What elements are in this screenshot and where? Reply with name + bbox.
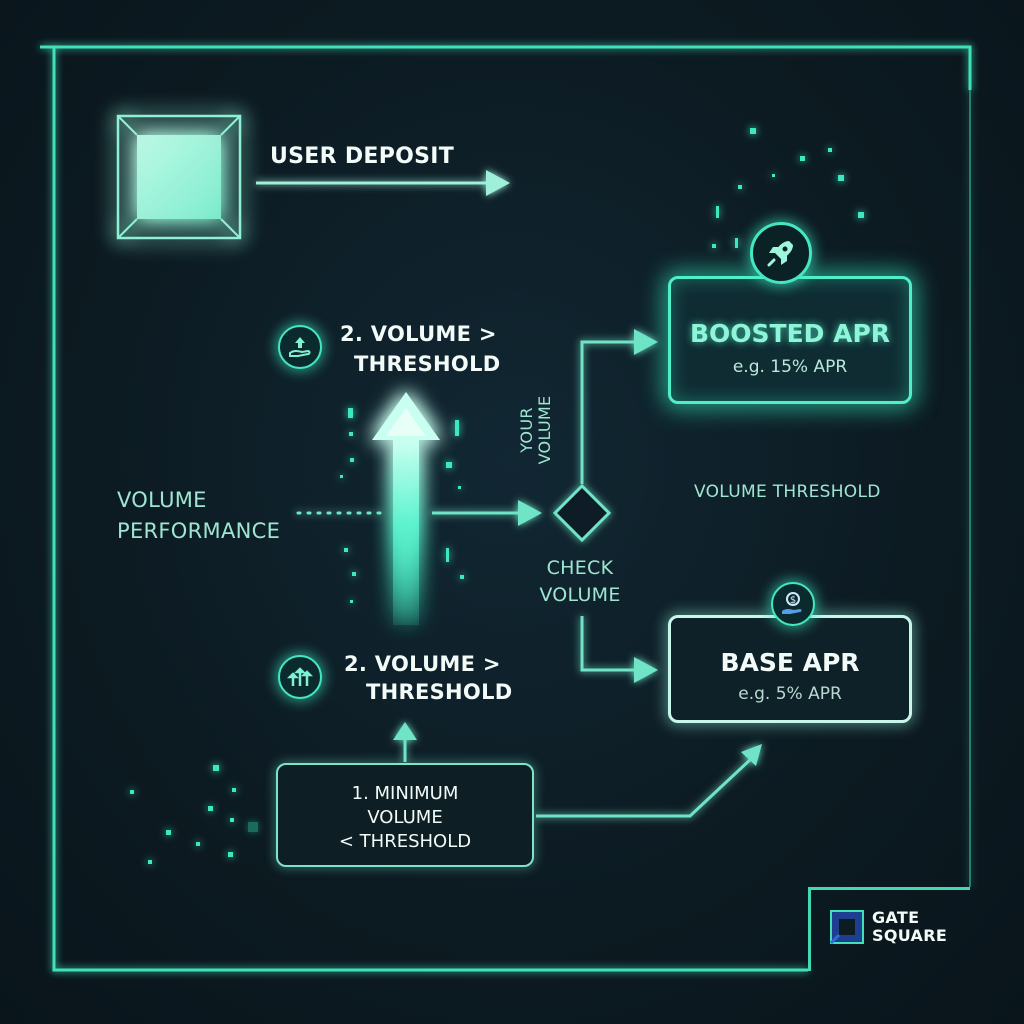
volume-threshold-label: VOLUME THRESHOLD bbox=[694, 482, 881, 502]
outer-frame bbox=[40, 45, 972, 972]
check-volume-line1: CHECK bbox=[546, 557, 614, 579]
boosted-apr-panel: BOOSTED APR e.g. 15% APR bbox=[668, 276, 912, 404]
your-volume-line1: YOUR bbox=[517, 407, 536, 453]
user-deposit-label: USER DEPOSIT bbox=[270, 144, 455, 169]
base-apr-panel: BASE APR e.g. 5% APR bbox=[668, 615, 912, 723]
lower-step-line1: 2. VOLUME > bbox=[344, 652, 501, 676]
volume-beam-arrow bbox=[372, 392, 440, 625]
boosted-particles bbox=[712, 128, 864, 248]
your-volume-line2: VOLUME bbox=[535, 395, 554, 465]
gate-square-logo-icon bbox=[829, 910, 864, 945]
minimum-up-arrow bbox=[393, 722, 417, 762]
your-volume-label: YOUR VOLUME bbox=[517, 390, 554, 470]
bottom-left-particles bbox=[130, 765, 258, 864]
volume-performance-line1: VOLUME bbox=[117, 488, 207, 512]
base-apr-title: BASE APR bbox=[720, 648, 860, 677]
minimum-line3: < THRESHOLD bbox=[338, 831, 472, 852]
lower-step-line2: THRESHOLD bbox=[366, 680, 513, 704]
minimum-volume-panel: 1. MINIMUM VOLUME < THRESHOLD bbox=[276, 763, 534, 867]
boosted-apr-subtitle: e.g. 15% APR bbox=[732, 357, 848, 377]
bar-arrows-icon bbox=[278, 655, 322, 699]
base-path-arrow bbox=[580, 616, 658, 683]
deposit-arrow bbox=[256, 170, 510, 196]
minimum-line2: VOLUME bbox=[367, 807, 443, 828]
brand-corner-frame bbox=[808, 887, 970, 971]
brand-line1: GATE bbox=[872, 908, 920, 927]
dollar-hand-icon: $ bbox=[771, 582, 815, 626]
boosted-path-arrow bbox=[580, 329, 658, 484]
minimum-line1: 1. MINIMUM bbox=[351, 783, 459, 804]
upper-step-line1: 2. VOLUME > bbox=[340, 322, 497, 346]
svg-text:$: $ bbox=[790, 595, 796, 606]
beam-particles bbox=[340, 408, 464, 603]
hand-arrow-icon bbox=[278, 325, 322, 369]
minimum-to-base-arrow bbox=[536, 744, 762, 818]
base-apr-subtitle: e.g. 5% APR bbox=[738, 684, 842, 704]
deposit-cube-icon bbox=[116, 114, 242, 240]
brand-line2: SQUARE bbox=[872, 926, 948, 945]
volume-performance-line bbox=[296, 500, 542, 526]
rocket-icon bbox=[750, 222, 812, 284]
boosted-apr-title: BOOSTED APR bbox=[689, 319, 891, 348]
upper-step-line2: THRESHOLD bbox=[354, 352, 501, 376]
check-volume-line2: VOLUME bbox=[539, 584, 621, 606]
volume-performance-line2: PERFORMANCE bbox=[117, 519, 281, 543]
check-volume-diamond bbox=[552, 483, 612, 543]
